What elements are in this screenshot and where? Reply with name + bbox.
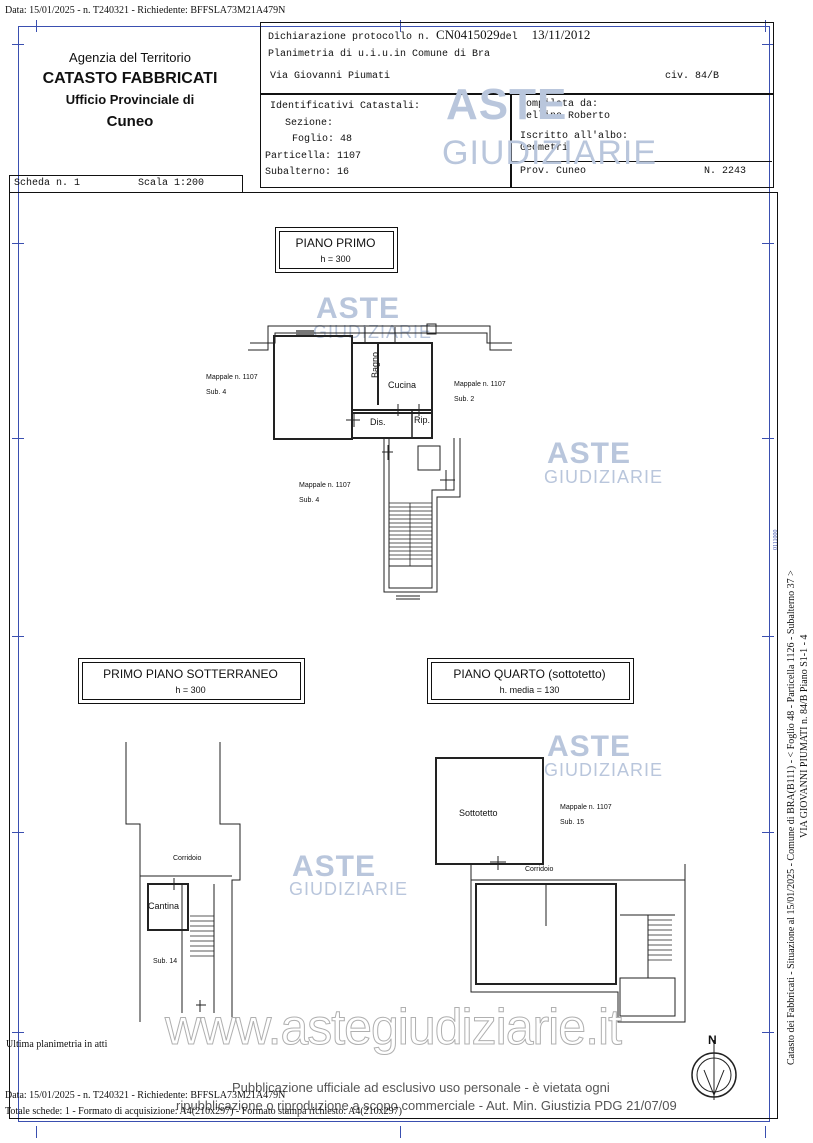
tick — [762, 832, 774, 833]
rip-label: Rip. — [414, 415, 431, 425]
tick — [765, 1126, 766, 1138]
compilatore-name: Mellino Roberto — [520, 111, 611, 122]
tick — [400, 1126, 401, 1138]
compilatore-box — [510, 94, 774, 188]
mappale-sub4-b: Mappale n. 1107 — [299, 482, 351, 489]
watermark-giudiziarie: GIUDIZIARIE — [289, 879, 409, 899]
quarto-title-box — [427, 658, 634, 704]
prov-label: Prov. Cuneo — [520, 166, 587, 177]
watermark-aste: ASTE — [316, 292, 401, 325]
watermark-aste: ASTE — [446, 80, 568, 129]
top-request-line: Data: 15/01/2025 - n. T240321 - Richiede… — [5, 5, 286, 16]
scala-label: Scala 1:200 — [138, 178, 205, 189]
tick — [12, 636, 24, 637]
tick — [765, 20, 766, 32]
mappale-sub2-sub: Sub. 2 — [454, 396, 475, 403]
cantina-label: Cantina — [148, 901, 180, 911]
watermark-aste: ASTE — [547, 730, 632, 763]
watermark-giudiziarie: GIUDIZIARIE — [442, 134, 658, 172]
piano-primo-title: PIANO PRIMO — [295, 236, 376, 250]
protocol-number: CN0415029 — [436, 27, 500, 42]
tick — [762, 636, 774, 637]
piano-primo-title-box — [275, 227, 398, 273]
dis-label: Dis. — [370, 417, 386, 427]
protocol-del: del — [499, 32, 518, 43]
tick — [12, 832, 24, 833]
outer-frame — [18, 26, 770, 1122]
albo-number: N. 2243 — [704, 166, 747, 177]
city-label: Cuneo — [106, 113, 154, 130]
albo-label: Geometri — [520, 143, 569, 154]
identificativi-box — [260, 94, 512, 188]
quarto-title: PIANO QUARTO (sottotetto) — [453, 667, 606, 681]
mappale-sub15-sub: Sub. 15 — [560, 819, 585, 826]
drawing-frame — [9, 192, 778, 1119]
mappale-sub4-a: Mappale n. 1107 — [206, 374, 258, 381]
particella-label: Particella: 1107 — [265, 151, 362, 162]
watermark-giudiziarie: GIUDIZIARIE — [544, 760, 664, 780]
side-address-line: VIA GIOVANNI PIUMATI n. 84/B Piano S1-1 … — [799, 634, 810, 838]
tick — [762, 1032, 774, 1033]
pubblicazione-line-1: Pubblicazione ufficiale ad esclusivo uso… — [232, 1080, 610, 1095]
sotterraneo-title: PRIMO PIANO SOTTERRANEO — [103, 667, 278, 681]
tick — [36, 20, 37, 32]
tick — [12, 438, 24, 439]
sezione-label: Sezione: — [285, 118, 334, 129]
planimetria-line: Planimetria di u.i.u.in Comune di Bra — [268, 49, 491, 60]
mappale-sub2: Mappale n. 1107 — [454, 381, 506, 388]
corridoio-sotterraneo-label: Corridoio — [173, 855, 202, 862]
sotterraneo-height: h = 300 — [175, 685, 206, 695]
protocol-date: 13/11/2012 — [531, 27, 591, 42]
compilata-label: Compilata da: — [520, 99, 599, 110]
watermark-aste: ASTE — [547, 437, 632, 470]
mappale-sub15: Mappale n. 1107 — [560, 804, 612, 811]
iscritto-label: Iscritto all'albo: — [520, 131, 629, 142]
side-catasto-line: Catasto dei Fabbricati - Situazione al 1… — [786, 570, 797, 1065]
mappale-sub4-a-sub: Sub. 4 — [206, 389, 227, 396]
footer-data-line: Data: 15/01/2025 - n. T240321 - Richiede… — [5, 1090, 286, 1101]
protocol-box — [260, 22, 774, 94]
corridoio-quarto-label: Corridoio — [525, 866, 554, 873]
sotterraneo-title-box — [78, 658, 305, 704]
foglio-label: Foglio: 48 — [292, 134, 353, 145]
mappale-sub4-b-sub: Sub. 4 — [299, 497, 320, 504]
protocol-line: Dichiarazione protocollo n. CN0415029del… — [268, 27, 590, 43]
tick — [762, 438, 774, 439]
agency-name: Agenzia del Territorio — [69, 50, 191, 65]
subalterno-label: Subalterno: 16 — [265, 167, 350, 178]
tick — [400, 20, 401, 32]
footer-totale-line: Totale schede: 1 - Formato di acquisizio… — [5, 1106, 402, 1117]
site-watermark: www.astegiudiziarie.it — [165, 999, 623, 1056]
ultima-planimetria: Ultima planimetria in atti — [6, 1039, 108, 1050]
tick — [762, 243, 774, 244]
protocol-label: Dichiarazione protocollo n. — [268, 32, 431, 43]
prov-divider — [510, 161, 772, 162]
ufficio-label: Ufficio Provinciale di — [65, 92, 195, 107]
quarto-height: h. media = 130 — [499, 685, 560, 695]
scheda-label: Scheda n. 1 — [14, 178, 81, 189]
via-line: Via Giovanni Piumati — [270, 71, 391, 82]
tick — [762, 44, 774, 45]
civ-line: civ. 84/B — [665, 71, 720, 82]
side-stamp: 0111000 — [773, 529, 779, 550]
watermark-giudiziarie: GIUDIZIARIE — [544, 467, 664, 487]
tick — [12, 44, 24, 45]
tick — [36, 1126, 37, 1138]
bagno-label: Bagno — [370, 351, 380, 378]
cucina-label: Cucina — [388, 380, 417, 390]
north-label: N — [708, 1033, 717, 1047]
tick — [12, 1032, 24, 1033]
sub14-label: Sub. 14 — [153, 958, 178, 965]
watermark-aste: ASTE — [292, 850, 377, 883]
sottotetto-label: Sottotetto — [459, 808, 498, 818]
piano-primo-height: h = 300 — [320, 254, 351, 264]
identificativi-label: Identificativi Catastali: — [270, 101, 421, 112]
catasto-title: CATASTO FABBRICATI — [42, 70, 218, 87]
tick — [12, 243, 24, 244]
pubblicazione-line-2: ripubblicazione o riproduzione a scopo c… — [176, 1098, 677, 1113]
